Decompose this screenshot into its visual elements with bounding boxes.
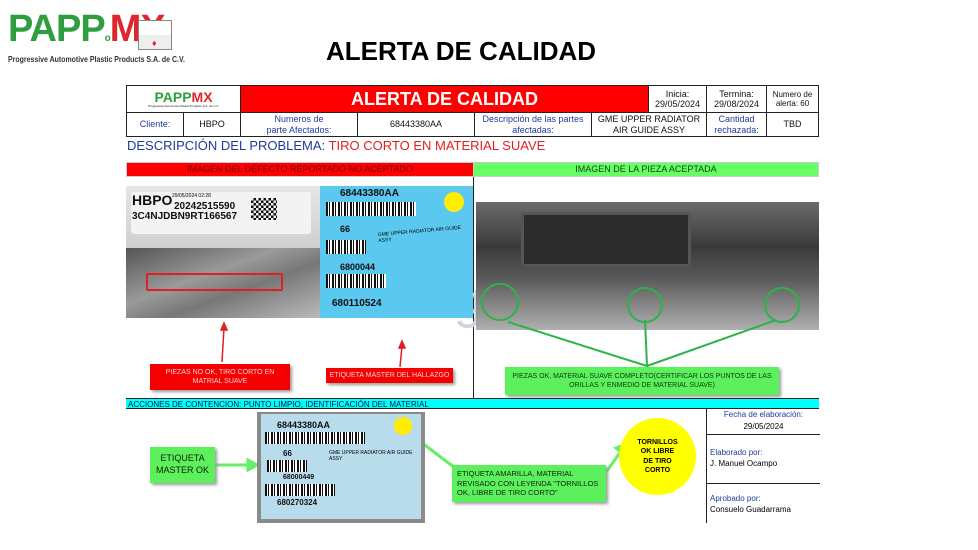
- master-ok-note: ETIQUETA MASTER OK: [150, 447, 215, 483]
- barcode: [265, 432, 365, 444]
- qr-code-icon: [251, 198, 277, 220]
- label-qty: 66: [340, 224, 351, 234]
- termina-label: Termina:: [719, 88, 754, 99]
- label-supplier: 6800044: [340, 262, 376, 272]
- barcode: [326, 202, 416, 216]
- ok-label-part: 68443380AA: [277, 420, 331, 430]
- problem-value: TIRO CORTO EN MATERIAL SUAVE: [328, 138, 546, 153]
- company-logo: PAPPoMX ♦ Progressive Automotive Plastic…: [8, 8, 185, 66]
- defect-photo: [126, 248, 320, 318]
- good-image-header: IMAGEN DE LA PIEZA ACEPTADA: [473, 162, 819, 177]
- master-label-note: ETIQUETA MASTER DEL HALLAZGO: [326, 368, 453, 383]
- logo-o: o: [104, 33, 111, 44]
- barcode: [265, 484, 335, 496]
- hbpo-date: 29/05/2024 02:28: [172, 193, 211, 199]
- bad-image-header: IMAGEN DEL DEFECTO REPORTADO NO ACEPTADO: [126, 162, 474, 177]
- aprobado-value: Consuelo Guadarrama: [710, 505, 791, 514]
- problem-label: DESCRIPCIÓN DEL PROBLEMA:: [127, 138, 326, 153]
- ok-label-qty: 66: [283, 449, 292, 458]
- check-circle: [481, 283, 519, 321]
- ok-label-photo: 68443380AA 66 GME UPPER RADIATOR AIR GUI…: [257, 412, 425, 523]
- logo-papp: PAPP: [8, 8, 106, 50]
- cantidad-value: TBD: [766, 112, 819, 137]
- aprobado-label: Aprobado por:: [710, 494, 761, 503]
- form-logo-company: Progressive Automotive Plastic Products …: [148, 104, 219, 109]
- signature-panel: Fecha de elaboración: 29/05/2024 Elabora…: [706, 409, 820, 523]
- problem-description: DESCRIPCIÓN DEL PROBLEMA: TIRO CORTO EN …: [127, 138, 545, 153]
- yellow-label-note: ETIQUETA AMARILLA, MATERIAL REVISADO CON…: [452, 465, 606, 502]
- label-part-number: 68443380AA: [340, 188, 399, 199]
- fecha-label: Fecha de elaboración:: [723, 410, 804, 419]
- label-serial: 680110524: [332, 298, 382, 309]
- accepted-part-photo: [476, 202, 819, 330]
- termina-value: 29/08/2024: [713, 99, 760, 109]
- bad-parts-note: PIEZAS NO OK, TIRO CORTO EN MATRIAL SUAV…: [150, 364, 290, 390]
- barcode: [326, 240, 366, 254]
- ok-label-desc: GME UPPER RADIATOR AIR GUIDE ASSY: [329, 450, 413, 462]
- yellow-sticker: [444, 192, 464, 212]
- form-logo-papp: PAPP: [154, 89, 192, 106]
- elaborado-value: J. Manuel Ocampo: [710, 459, 778, 468]
- defect-highlight: [146, 273, 283, 291]
- company-name: Progressive Automotive Plastic Products …: [8, 54, 185, 64]
- check-circle: [627, 287, 663, 323]
- inicia-value: 29/05/2024: [654, 99, 701, 109]
- barcode: [267, 460, 307, 472]
- hbpo-brand: HBPO: [132, 192, 173, 208]
- inicia-label: Inicia:: [665, 88, 690, 99]
- hbpo-vin: 3C4NJDBN9RT166567: [132, 211, 238, 222]
- hbpo-label-photo: HBPO 29/05/2024 02:28 20242515590 3C4NJD…: [126, 186, 320, 248]
- pointer-lines: [507, 319, 777, 368]
- hbpo-number: 20242515590: [174, 201, 236, 212]
- yellow-sticker: [394, 417, 412, 435]
- ok-label-supplier: 68000449: [283, 474, 315, 481]
- fecha-value: 29/05/2024: [743, 422, 784, 431]
- elaborado-label: Elaborado por:: [710, 448, 763, 457]
- form-logo-mx: MX: [191, 89, 213, 106]
- check-circle: [764, 287, 800, 323]
- tornillos-ok-sticker: TORNILLOS OK LIBRE DE TIRO CORTO: [619, 418, 696, 495]
- barcode: [326, 274, 386, 288]
- master-label-photo: 68443380AA 66 GME UPPER RADIATOR AIR GUI…: [320, 186, 473, 318]
- section-divider: [473, 177, 474, 398]
- tornillos-ok-text: TORNILLOS OK LIBRE DE TIRO CORTO: [637, 439, 678, 474]
- machine-icon: ♦: [138, 20, 172, 50]
- ok-label-serial: 680270324: [277, 498, 318, 507]
- good-parts-note: PIEZAS OK, MATERIAL SUAVE COMPLETO(CERTI…: [505, 367, 779, 395]
- page-title: ALERTA DE CALIDAD: [325, 36, 597, 66]
- containment-actions-bar: ACCIONES DE CONTENCION: PUNTO LIMPIO, ID…: [126, 398, 819, 409]
